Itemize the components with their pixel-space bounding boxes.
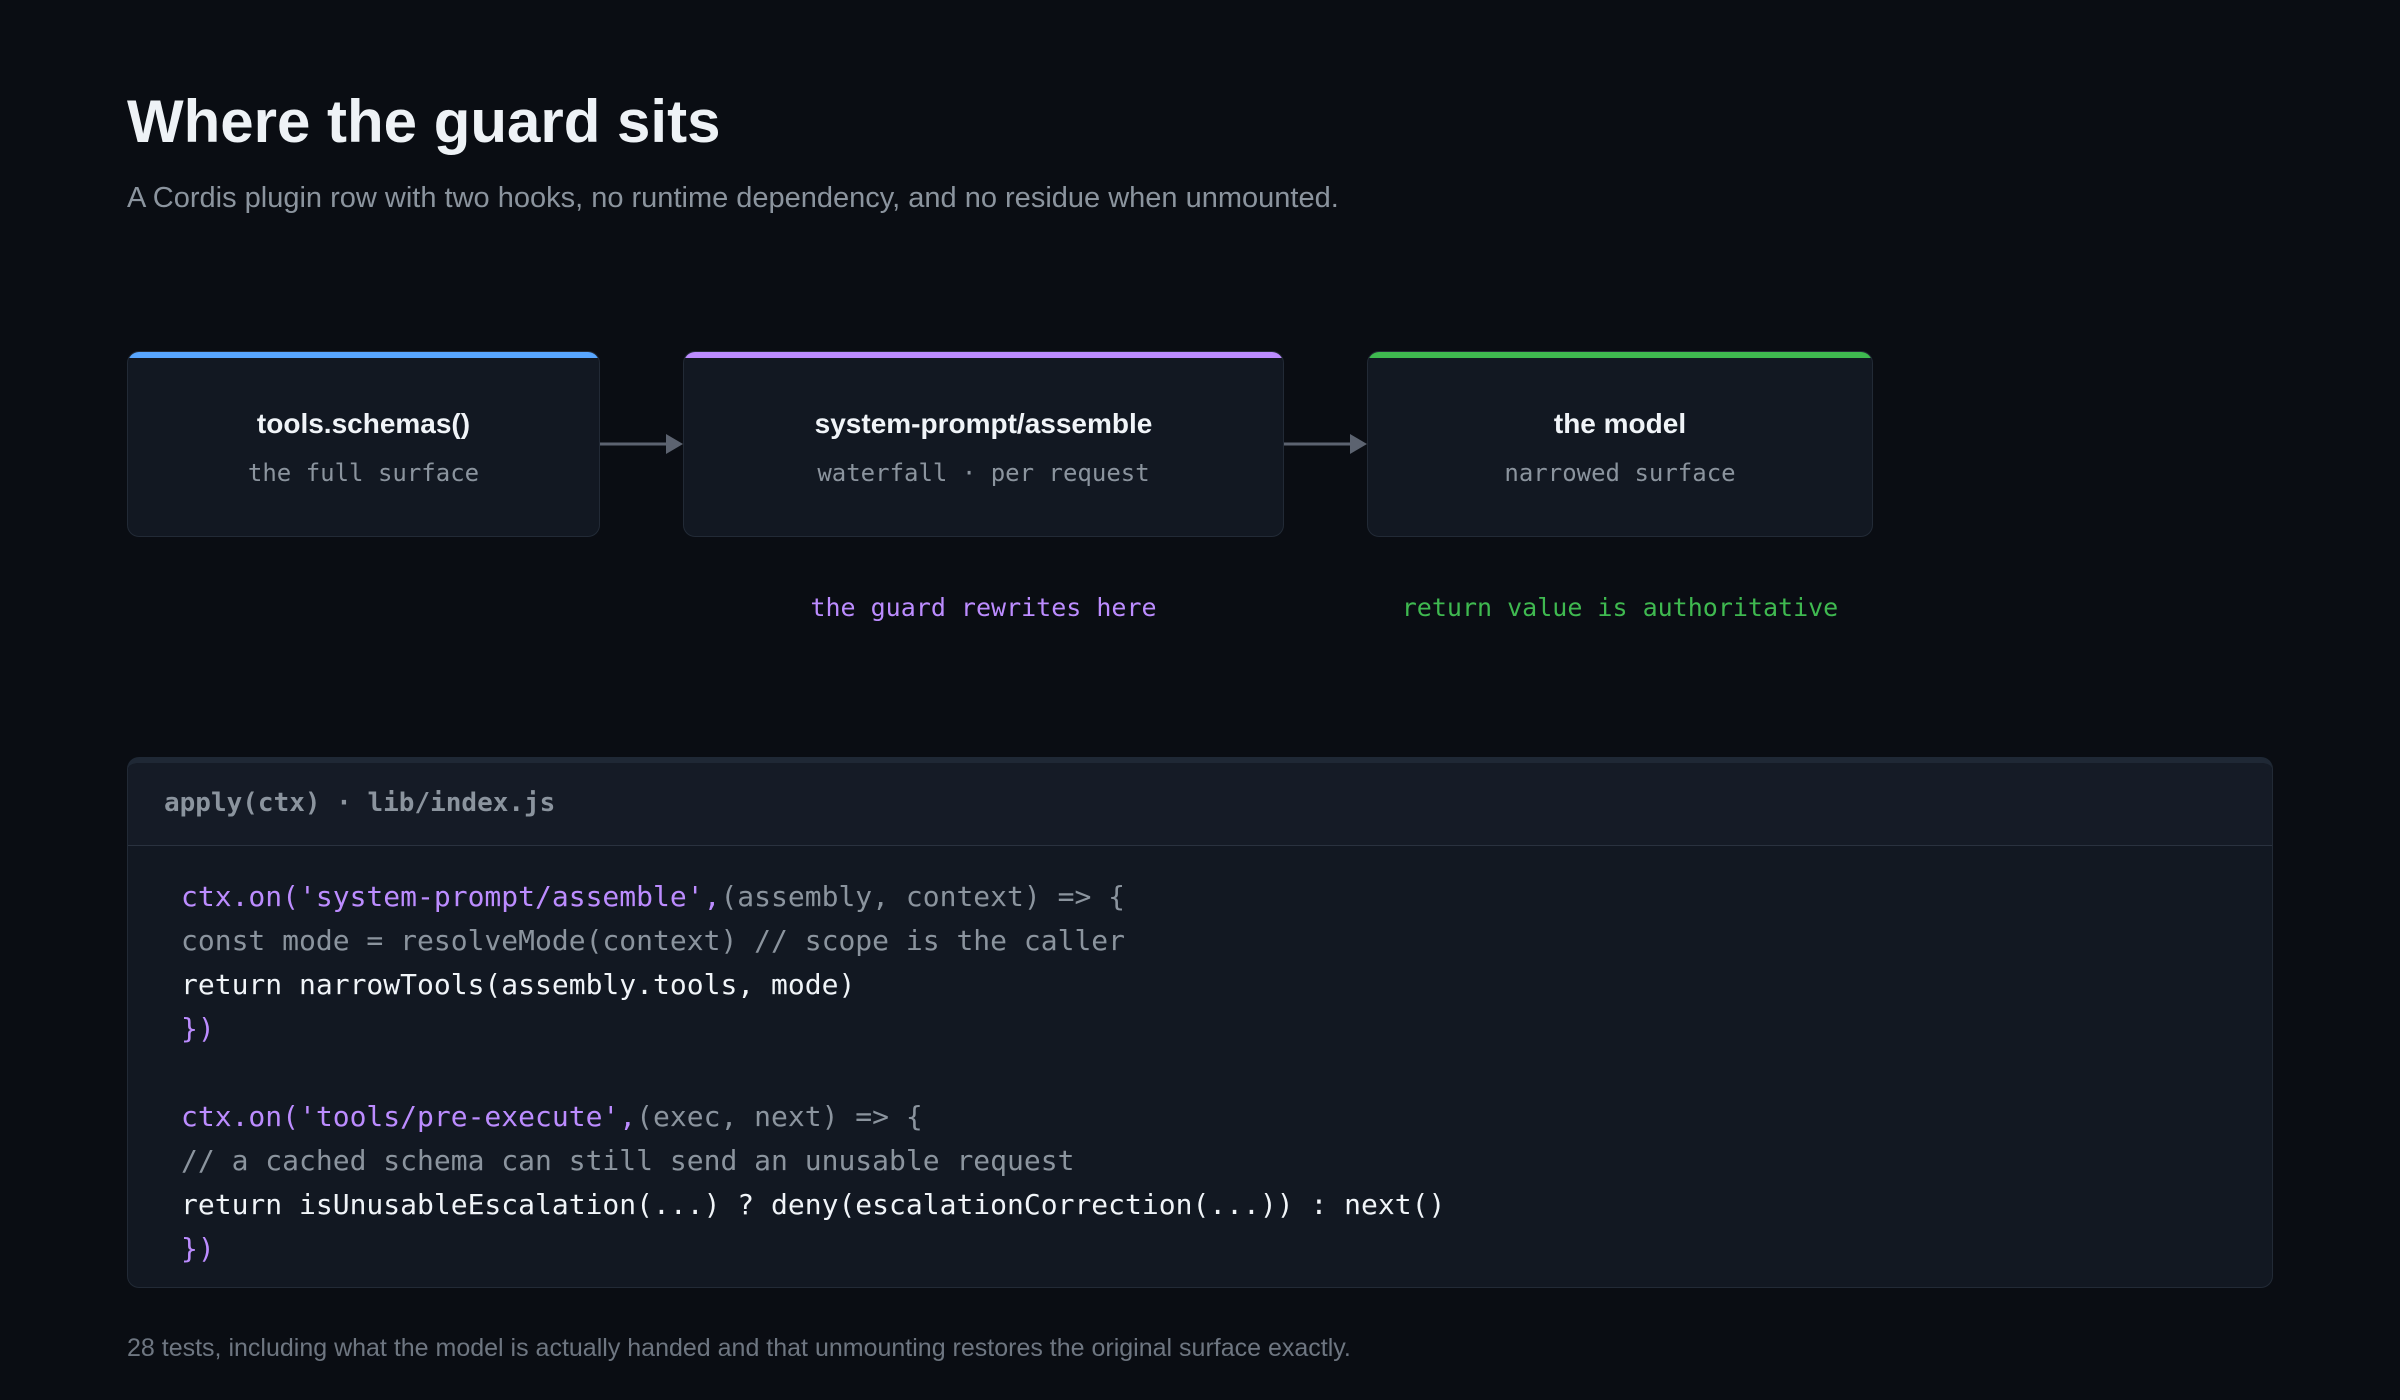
- code-line: ctx.on('tools/pre-execute',(exec, next) …: [181, 1095, 2252, 1139]
- code-line: }): [181, 1012, 215, 1045]
- code-line: return isUnusableEscalation(...) ? deny(…: [181, 1188, 1446, 1221]
- flow-box-subtitle: narrowed surface: [1504, 459, 1736, 487]
- code-header: apply(ctx) · lib/index.js: [128, 763, 2272, 846]
- arrow-right-icon: [600, 434, 683, 454]
- page-subtitle: A Cordis plugin row with two hooks, no r…: [127, 182, 1339, 214]
- flow-box-system-prompt-assemble: system-prompt/assemble waterfall · per r…: [683, 351, 1284, 537]
- accent-bar: [684, 352, 1283, 358]
- code-params: (exec, next) => {: [636, 1100, 923, 1133]
- code-params: (assembly, context) => {: [720, 880, 1126, 913]
- code-line: // a cached schema can still send an unu…: [181, 1144, 1075, 1177]
- code-line: const mode = resolveMode(context) // sco…: [181, 924, 1126, 957]
- code-line: ctx.on('system-prompt/assemble',(assembl…: [181, 875, 2252, 919]
- accent-bar: [1368, 352, 1872, 358]
- code-line: return narrowTools(assembly.tools, mode): [181, 968, 856, 1001]
- code-file-label: apply(ctx) · lib/index.js: [164, 788, 556, 818]
- code-panel: apply(ctx) · lib/index.js ctx.on('system…: [127, 757, 2273, 1288]
- flow-box-subtitle: the full surface: [247, 459, 480, 487]
- code-blank-line: [181, 1051, 2252, 1095]
- page-title: Where the guard sits: [127, 88, 721, 155]
- code-body: ctx.on('system-prompt/assemble',(assembl…: [181, 875, 2252, 1271]
- code-line: }): [181, 1232, 215, 1265]
- accent-bar: [128, 352, 599, 358]
- annotation-guard-rewrites: the guard rewrites here: [810, 593, 1157, 622]
- footer-note: 28 tests, including what the model is ac…: [127, 1334, 1351, 1362]
- arrow-right-icon: [1284, 434, 1367, 454]
- code-hook-call: ctx.on('system-prompt/assemble',: [181, 880, 721, 913]
- code-hook-call: ctx.on('tools/pre-execute',: [181, 1100, 637, 1133]
- flow-box-title: system-prompt/assemble: [814, 408, 1153, 439]
- flow-box-subtitle: waterfall · per request: [817, 459, 1150, 487]
- flow-box-the-model: the model narrowed surface: [1367, 351, 1873, 537]
- flow-box-title: tools.schemas(): [256, 408, 471, 439]
- annotation-authoritative: return value is authoritative: [1401, 593, 1839, 622]
- flow-box-title: the model: [1553, 408, 1687, 439]
- flow-box-tools-schemas: tools.schemas() the full surface: [127, 351, 600, 537]
